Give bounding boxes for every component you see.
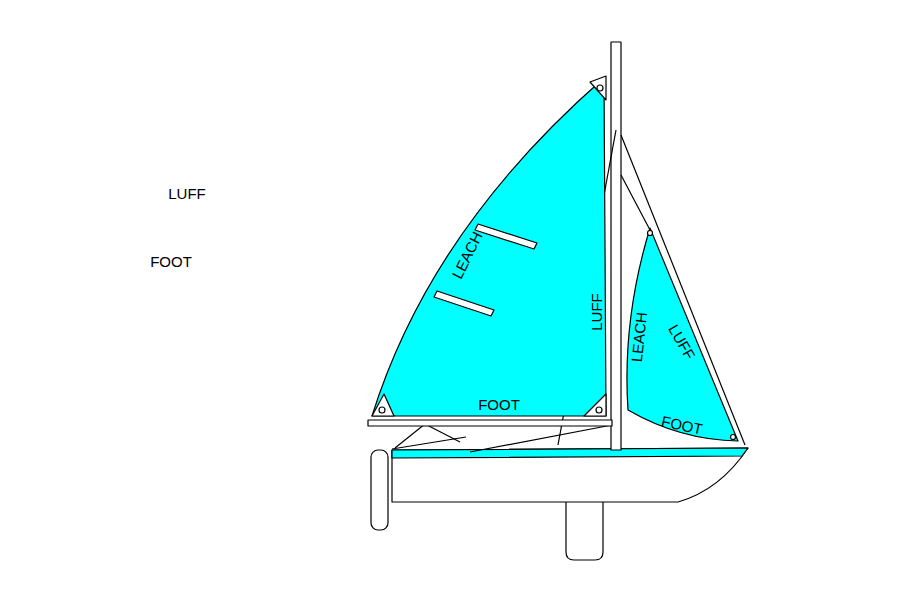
mast [611,42,621,450]
clew-patch [372,394,394,416]
forestay [621,135,745,445]
vang [395,424,460,448]
deck-band [392,448,748,458]
cringle [596,407,602,413]
sail-edge-label: FOOT [478,397,520,412]
jib [627,228,738,441]
sail-edge-label: LUFF [589,293,604,331]
batten [434,291,494,316]
cringle [731,435,736,440]
jib-halyard [621,175,650,230]
mainsail [372,78,606,416]
hull [392,448,748,502]
legend-text: LUFF [168,186,206,201]
tack-patch [584,394,606,416]
sheet [470,425,612,452]
cringle [379,407,385,413]
centreboard [566,500,603,560]
cringle [648,231,653,236]
legend-text: FOOT [150,254,192,269]
boom [368,420,612,426]
rudder [371,450,388,530]
cringle [597,85,603,91]
head-patch [590,76,606,100]
